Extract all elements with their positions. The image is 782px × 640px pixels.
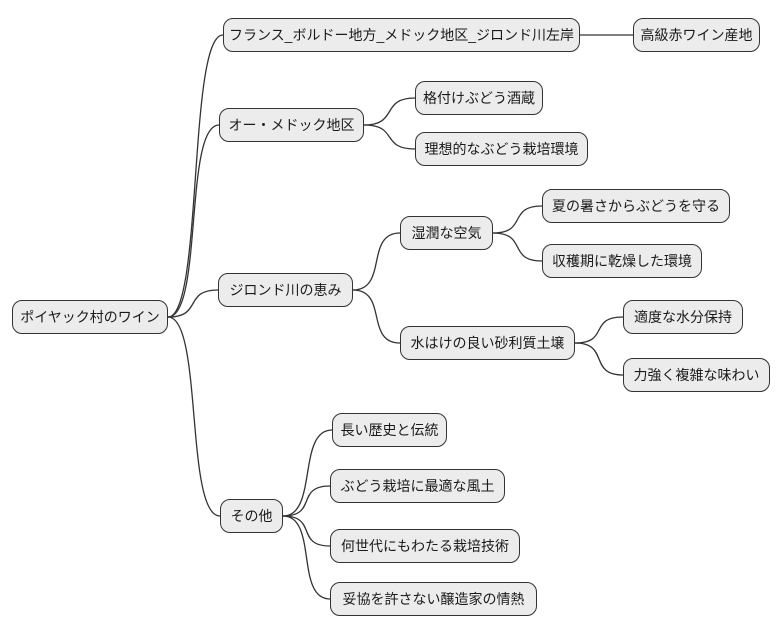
node-region-child-1: 高級赤ワイン産地 [633, 18, 760, 52]
node-gravel-soil-child-1: 適度な水分保持 [623, 300, 743, 334]
node-region: フランス_ボルドー地方_メドック地区_ジロンド川左岸 [223, 18, 580, 52]
node-humid-air-child-2: 収穫期に乾燥した環境 [542, 244, 702, 278]
edge-gironde-to-gravel-soil [352, 289, 401, 344]
edge-haut-medoc-to-child-2 [363, 124, 416, 150]
edge-gironde-to-humid-air [352, 232, 401, 291]
node-others-child-2: ぶどう栽培に最適な風土 [330, 469, 505, 503]
node-haut-medoc: オー・メドック地区 [219, 108, 364, 142]
node-humid-air: 湿潤な空気 [400, 216, 493, 250]
edge-root-to-gironde [167, 289, 219, 318]
edge-gravel-soil-to-child-2 [574, 342, 624, 376]
edge-others-to-child-1 [282, 429, 333, 517]
node-others: その他 [220, 499, 283, 533]
edge-root-to-others [167, 316, 221, 517]
edge-others-to-child-2 [282, 485, 331, 517]
node-others-child-1: 長い歴史と伝統 [332, 413, 447, 447]
edge-root-to-haut-medoc [167, 124, 220, 318]
node-root: ポイヤック村のワイン [12, 300, 168, 334]
edge-others-to-child-3 [282, 515, 331, 547]
node-humid-air-child-1: 夏の暑さからぶどうを守る [542, 189, 730, 223]
node-others-child-3: 何世代にもわたる栽培技術 [330, 529, 520, 563]
edge-humid-air-to-child-1 [492, 205, 543, 234]
node-gravel-soil-child-2: 力強く複雑な味わい [623, 358, 770, 392]
edge-humid-air-to-child-2 [492, 232, 543, 262]
node-haut-medoc-child-2: 理想的なぶどう栽培環境 [415, 132, 588, 166]
edge-others-to-child-4 [282, 515, 331, 600]
node-gironde: ジロンド川の恵み [218, 273, 353, 307]
edge-gravel-soil-to-child-1 [574, 316, 624, 344]
edge-haut-medoc-to-child-1 [363, 97, 416, 126]
node-gravel-soil: 水はけの良い砂利質土壌 [400, 326, 575, 360]
edge-root-to-region [167, 34, 224, 318]
node-others-child-4: 妥協を許さない醸造家の情熱 [330, 582, 537, 616]
node-haut-medoc-child-1: 格付けぶどう酒蔵 [415, 81, 543, 115]
